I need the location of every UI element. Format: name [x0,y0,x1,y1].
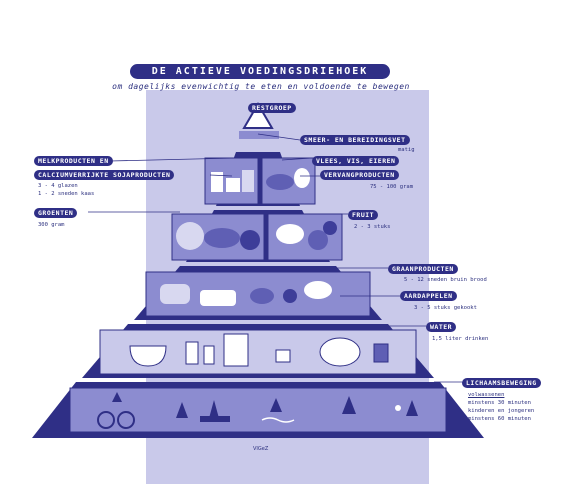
note-beweging-1: volwassenen [468,392,505,398]
exercise-panel [69,387,447,433]
label-groenten: GROENTEN [34,208,78,218]
label-smeer: SMEER- EN BEREIDINGSVET [300,135,410,145]
grain-illustration [160,281,332,306]
page-subtitle: om dagelijks evenwichtig te eten en vold… [112,82,410,91]
footer-logo: VIGeZ [253,446,269,452]
note-graan: 5 - 12 sneden bruin brood [404,277,487,283]
note-beweging-3: kinderen en jongeren [468,408,535,414]
label-fruit: FRUIT [348,210,379,220]
label-beweging: LICHAAMSBEWEGING [462,378,541,388]
restgroep-tier [242,102,274,129]
meat-illustration [266,168,310,190]
page-title: DE ACTIEVE VOEDINGSDRIEHOEK [130,64,390,79]
label-vlees: VLEES, VIS, EIEREN [312,156,400,166]
note-water: 1,5 liter drinken [432,336,489,342]
fruit-illustration [276,221,337,250]
exercise-illustration [97,392,418,429]
note-beweging-4: minstens 60 minuten [468,416,531,422]
fat-tier [239,131,279,139]
label-melk-2: CALCIUMVERRIJKTE SOJAPRODUCTEN [34,170,175,180]
note-fruit: 2 - 3 stuks [354,224,391,230]
label-aardappelen: AARDAPPELEN [400,291,457,301]
note-groenten: 300 gram [38,222,65,228]
note-melk-2: 1 - 2 sneden kaas [38,191,95,197]
note-vervang: 75 - 100 gram [370,184,414,190]
dairy-illustration [211,170,254,192]
label-restgroep: RESTGROEP [248,103,296,113]
water-panel [99,329,417,375]
label-graan: GRAANPRODUCTEN [388,264,458,274]
label-melk-1: MELKPRODUCTEN EN [34,156,113,166]
vegetables-illustration [176,222,260,250]
note-beweging-2: minstens 30 minuten [468,400,531,406]
water-illustration [129,333,389,367]
label-water: WATER [426,322,457,332]
note-aardappelen: 3 - 5 stuks gekookt [414,305,477,311]
note-melk-1: 3 - 4 glazen [38,183,78,189]
note-smeer: matig [398,147,415,153]
label-vervang: VERVANGPRODUCTEN [320,170,399,180]
